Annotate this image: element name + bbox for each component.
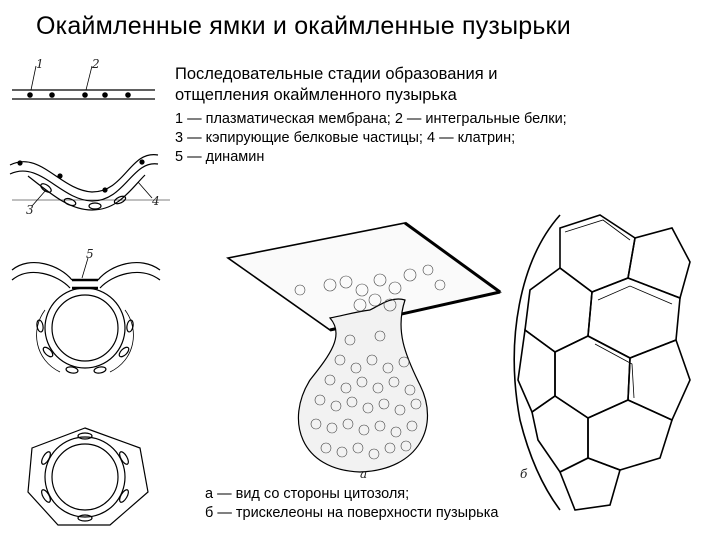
label-a: а bbox=[360, 467, 367, 481]
stage-3-budding-vesicle bbox=[12, 258, 160, 374]
stage-1-flat-membrane bbox=[12, 66, 155, 99]
stage-4-free-vesicle bbox=[28, 428, 148, 525]
label-5: 5 bbox=[86, 247, 94, 261]
label-1: 1 bbox=[36, 57, 44, 71]
label-4: 4 bbox=[151, 194, 160, 208]
panel-caption: а — вид со стороны цитозоля; б — трискел… bbox=[205, 485, 498, 523]
caption-line: б — трискелеоны на поверхности пузырька bbox=[205, 504, 498, 523]
label-b: б bbox=[520, 467, 528, 481]
stage-2-curved-membrane bbox=[10, 155, 170, 210]
panel-a-coated-pit bbox=[228, 223, 500, 472]
label-2: 2 bbox=[91, 57, 100, 71]
label-3: 3 bbox=[26, 203, 34, 217]
panel-b-triskelion-lattice bbox=[514, 215, 690, 510]
caption-line: а — вид со стороны цитозоля; bbox=[205, 485, 498, 504]
